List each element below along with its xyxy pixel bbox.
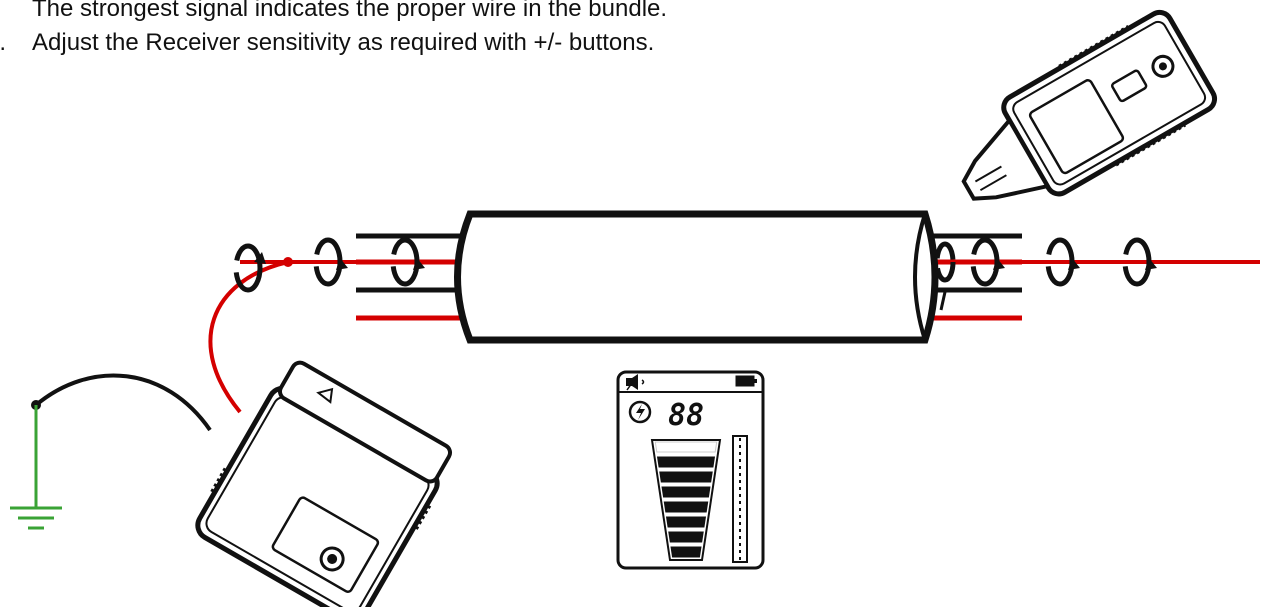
- level-bar: [661, 486, 711, 498]
- field-arrow-4: [970, 237, 1005, 287]
- instruction-line-3: The strongest signal indicates the prope…: [0, 0, 1000, 26]
- level-bar: [656, 456, 716, 468]
- field-arrow-2: [313, 237, 348, 287]
- field-arrow-6: [1122, 237, 1157, 287]
- level-bar: [668, 531, 704, 543]
- level-bar: [654, 441, 718, 453]
- level-bar: [670, 546, 702, 558]
- instruction-text-3: The strongest signal indicates the prope…: [32, 0, 668, 22]
- instructions-block: The strongest signal indicates the prope…: [0, 0, 1000, 60]
- level-meter-outline: [650, 439, 722, 561]
- lightning-icon: [628, 400, 652, 424]
- level-bar: [659, 471, 713, 483]
- level-bar: [663, 501, 709, 513]
- left-wire-bundle: [356, 233, 470, 321]
- signal-field-arrows: [233, 237, 1157, 311]
- black-ground-lead: [34, 373, 212, 432]
- instruction-line-4: 4. Adjust the Receiver sensitivity as re…: [0, 26, 1000, 60]
- receiver-probe-icon: [961, 9, 1218, 201]
- level-bar: [665, 516, 707, 528]
- field-arrow-inner: [934, 241, 956, 283]
- receiver-display: 88: [616, 370, 765, 570]
- ground-symbol-icon: [10, 405, 62, 530]
- level-meter: [650, 439, 722, 561]
- sensitivity-scale: [732, 435, 748, 563]
- speaker-icon: [626, 374, 645, 391]
- battery-icon: [735, 375, 757, 387]
- display-digits: 88: [668, 398, 704, 433]
- field-arrow-5: [1045, 237, 1080, 287]
- cable-sheath: [454, 210, 939, 344]
- instruction-text-4: Adjust the Receiver sensitivity as requi…: [32, 29, 655, 56]
- field-arrow-3: [390, 237, 425, 287]
- field-arrow-1: [233, 243, 266, 293]
- transmitter-device-icon: [195, 360, 453, 607]
- instruction-number-4: 4.: [0, 29, 7, 56]
